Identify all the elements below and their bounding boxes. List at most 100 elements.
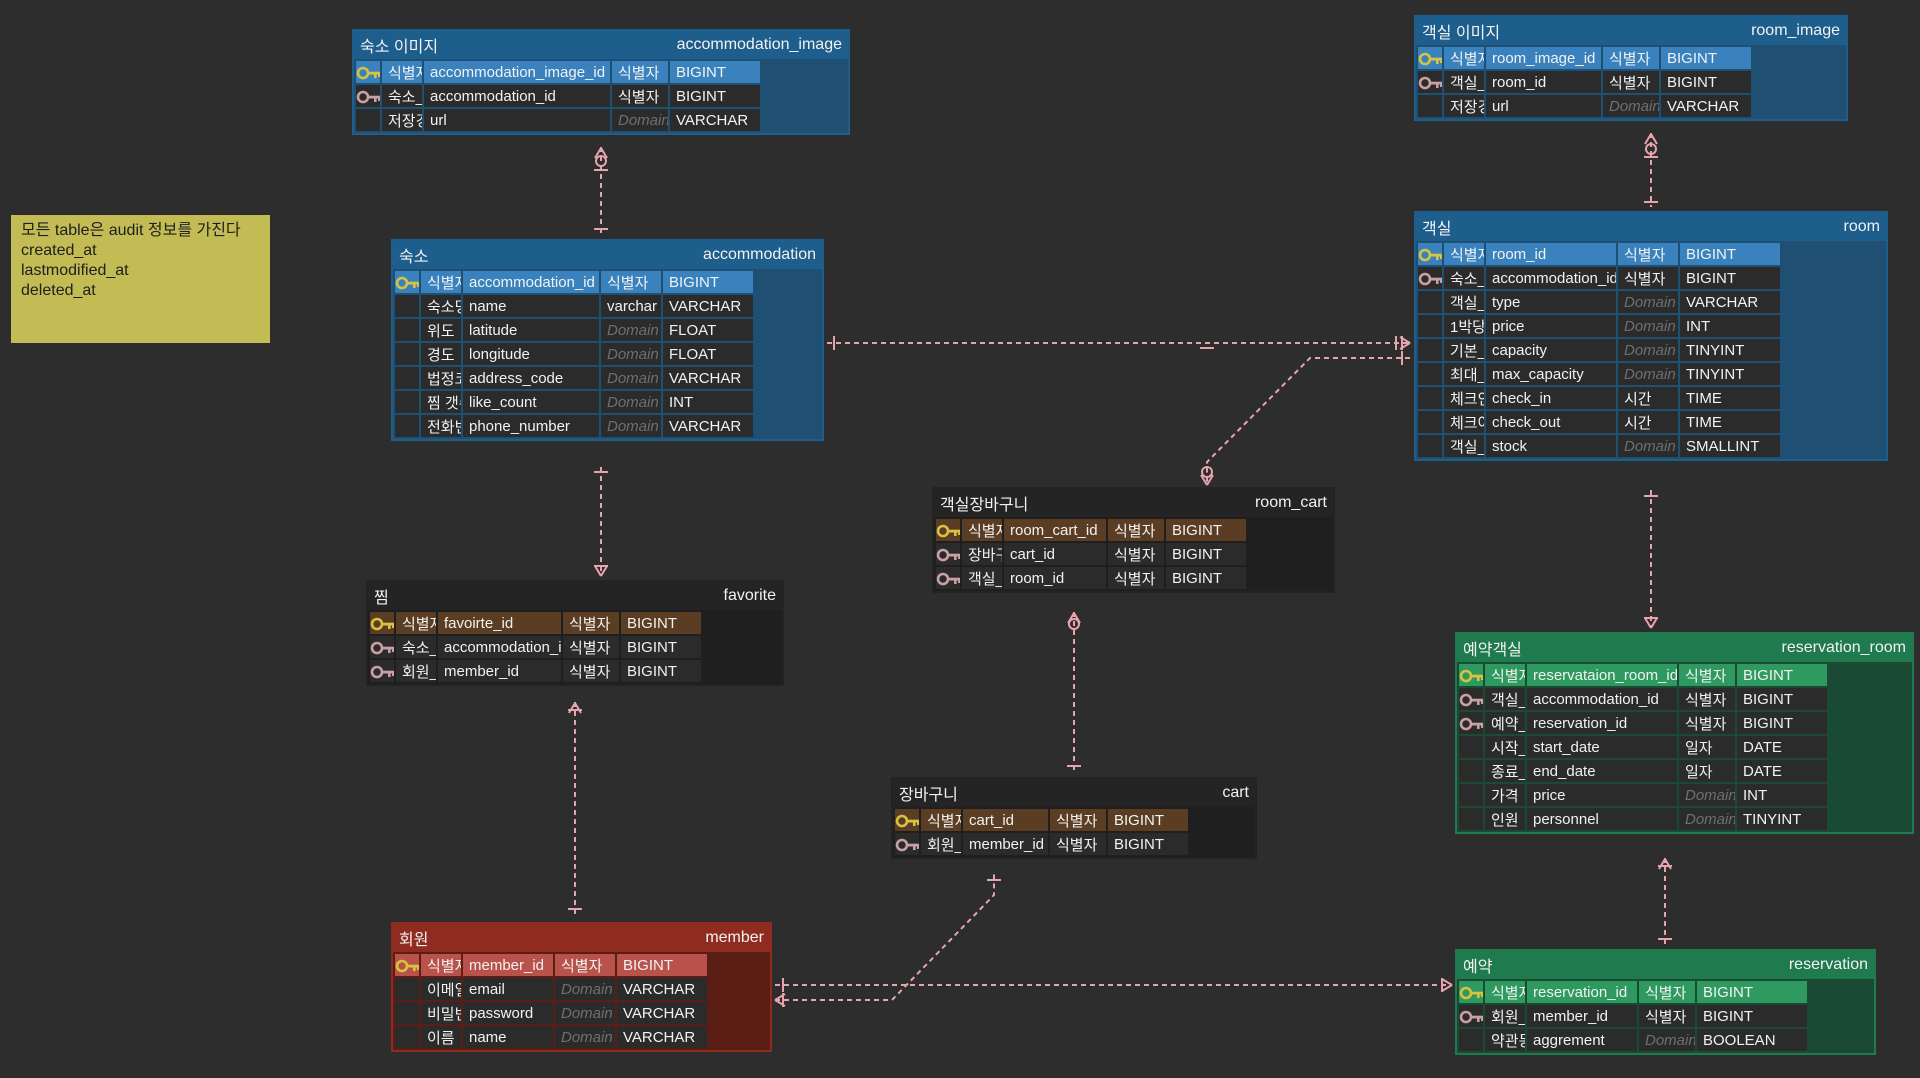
attribute-domain: Domain	[1618, 291, 1678, 313]
attribute-physical-name: email	[463, 978, 553, 1000]
attribute-domain: 시간	[1618, 387, 1678, 409]
attribute-type: BIGINT	[670, 61, 760, 83]
attribute-domain: Domain	[1618, 339, 1678, 361]
attribute-row[interactable]: 비밀번호passwordDomainVARCHAR	[395, 1002, 768, 1024]
entity-accommodation-image[interactable]: 숙소 이미지accommodation_image식별자accommodatio…	[352, 29, 850, 135]
attribute-logical-name: 가격	[1485, 784, 1525, 806]
attribute-table: 식별자reservation_id식별자BIGINT회원_식별자member_i…	[1457, 979, 1874, 1053]
audit-note[interactable]: 모든 table은 audit 정보를 가진다 created_at lastm…	[11, 215, 270, 343]
attribute-type: BIGINT	[1108, 833, 1188, 855]
key-cell	[356, 61, 380, 83]
attribute-domain: 식별자	[1639, 981, 1695, 1003]
attribute-row[interactable]: 저장경로urlDomainVARCHAR	[356, 109, 846, 131]
attribute-logical-name: 식별자	[421, 271, 461, 293]
key-cell	[395, 415, 419, 437]
attribute-domain: Domain	[1618, 435, 1678, 457]
attribute-logical-name: 시작_일자	[1485, 736, 1525, 758]
key-cell	[1418, 291, 1442, 313]
key-cell	[1459, 981, 1483, 1003]
entity-room-image[interactable]: 객실 이미지room_image식별자room_image_id식별자BIGIN…	[1414, 15, 1848, 121]
attribute-row[interactable]: 객실_타입typeDomainVARCHAR	[1418, 291, 1884, 313]
foreign-key-icon	[936, 569, 960, 586]
entity-physical-name: member	[705, 929, 764, 946]
attribute-logical-name: 회원_식별자	[396, 660, 436, 682]
key-cell	[1459, 664, 1483, 686]
attribute-row[interactable]: 객실_갯수stockDomainSMALLINT	[1418, 435, 1884, 457]
entity-accommodation[interactable]: 숙소accommodation식별자accommodation_id식별자BIG…	[391, 239, 824, 441]
attribute-row[interactable]: 숙소명namevarcharVARCHAR	[395, 295, 820, 317]
foreign-key-icon	[936, 545, 960, 562]
entity-room[interactable]: 객실room식별자room_id식별자BIGINT숙소_식별자accommoda…	[1414, 211, 1888, 461]
attribute-logical-name: 식별자	[382, 61, 422, 83]
attribute-row[interactable]: 이메일emailDomainVARCHAR	[395, 978, 768, 1000]
key-cell	[395, 1026, 419, 1048]
entity-member[interactable]: 회원member식별자member_id식별자BIGINT이메일emailDom…	[391, 922, 772, 1052]
entity-cart[interactable]: 장바구니cart식별자cart_id식별자BIGINT회원_식별자member_…	[891, 777, 1257, 859]
entity-logical-name: 장바구니	[899, 787, 958, 804]
attribute-physical-name: type	[1486, 291, 1616, 313]
foreign-key-icon	[370, 662, 394, 679]
attribute-logical-name: 회원_식별자	[921, 833, 961, 855]
entity-reservation[interactable]: 예약reservation식별자reservation_id식별자BIGINT회…	[1455, 949, 1876, 1055]
key-cell	[395, 954, 419, 976]
attribute-logical-name: 식별자	[962, 519, 1002, 541]
entity-favorite[interactable]: 찜favorite식별자favoirte_id식별자BIGINT숙소_식별자ac…	[366, 580, 784, 686]
key-cell	[1418, 363, 1442, 385]
key-cell	[1459, 712, 1483, 734]
attribute-domain: Domain	[1618, 315, 1678, 337]
attribute-logical-name: 식별자	[1485, 981, 1525, 1003]
attribute-physical-name: member_id	[463, 954, 553, 976]
attribute-row[interactable]: 약관동의aggrementDomainBOOLEAN	[1459, 1029, 1872, 1051]
key-cell	[1459, 784, 1483, 806]
key-cell	[356, 109, 380, 131]
attribute-row[interactable]: 기본_수용인원capacityDomainTINYINT	[1418, 339, 1884, 361]
attribute-logical-name: 체크아웃_시간	[1444, 411, 1484, 433]
entity-room-cart[interactable]: 객실장바구니room_cart식별자room_cart_id식별자BIGINT장…	[932, 487, 1335, 593]
attribute-domain: 식별자	[1679, 712, 1735, 734]
primary-key-icon	[370, 614, 394, 631]
key-cell	[895, 809, 919, 831]
attribute-type: BIGINT	[621, 660, 701, 682]
attribute-table: 식별자accommodation_id식별자BIGINT숙소명namevarch…	[393, 269, 822, 439]
attribute-domain: Domain	[555, 1002, 615, 1024]
attribute-logical-name: 예약_식별자	[1485, 712, 1525, 734]
entity-logical-name: 찜	[374, 590, 389, 607]
entity-reservation-room[interactable]: 예약객실reservation_room식별자reservataion_room…	[1455, 632, 1914, 834]
attribute-row[interactable]: 저장경로urlDomainVARCHAR	[1418, 95, 1844, 117]
